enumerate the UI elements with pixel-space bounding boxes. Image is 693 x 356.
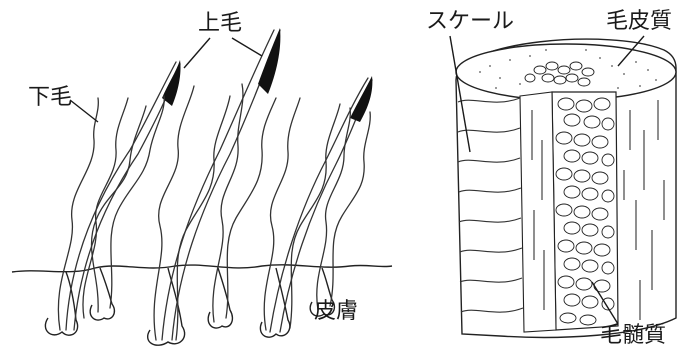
scale-label: スケール xyxy=(426,9,514,34)
guard-hair-label: 上毛 xyxy=(198,11,242,36)
cortex-streaks xyxy=(624,100,664,320)
cuticle-scales xyxy=(458,98,523,312)
scale-leader xyxy=(450,36,470,152)
medulla-label: 毛髄質 xyxy=(600,323,666,348)
hair-skin-illustration: 上毛 下毛 皮膚 xyxy=(12,11,392,345)
guard-hair-leader-1 xyxy=(184,38,210,68)
cortex-band xyxy=(520,92,556,332)
underfur-leader xyxy=(70,100,98,122)
skin-surface xyxy=(12,265,392,272)
underfur-label: 下毛 xyxy=(28,85,72,110)
skin-label: 皮膚 xyxy=(314,299,358,324)
guard-hair-leader-2 xyxy=(232,38,262,56)
hair-cross-section: スケール 毛皮質 毛髄質 xyxy=(426,9,676,348)
cortex-label: 毛皮質 xyxy=(606,9,672,34)
